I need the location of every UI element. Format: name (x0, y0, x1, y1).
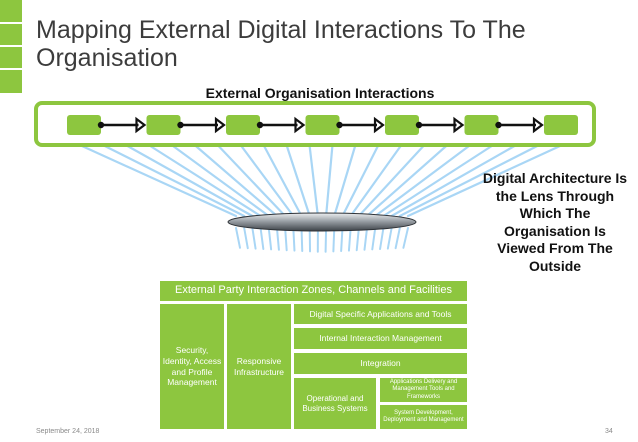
interaction-node (226, 115, 260, 135)
security-identity-box: Security, Identity, Access and Profile M… (160, 304, 224, 429)
interaction-node (146, 115, 181, 135)
lens-caption: Digital Architecture Is the Lens Through… (482, 170, 628, 274)
light-ray (217, 144, 287, 218)
interaction-chain (67, 115, 578, 135)
light-ray (284, 227, 288, 252)
light-ray (402, 227, 409, 249)
light-ray (149, 144, 262, 218)
arrow-head (373, 116, 385, 134)
light-ray (374, 144, 471, 218)
light-ray (324, 144, 334, 218)
light-ray (371, 227, 377, 251)
light-ray (251, 227, 257, 250)
light-ray (235, 227, 241, 249)
light-ray (365, 144, 448, 218)
system-development-box: System Development, Deployment and Manag… (380, 405, 467, 429)
interaction-node (67, 115, 101, 135)
apps-delivery-box: Applications Delivery and Management Too… (380, 378, 467, 402)
footer-date: September 24, 2018 (36, 428, 100, 435)
interaction-node (544, 115, 578, 135)
light-ray (333, 144, 357, 218)
light-ray (324, 227, 328, 253)
light-ray (341, 144, 380, 218)
light-ray (355, 227, 360, 252)
slide-title: Mapping External Digital Interactions To… (36, 16, 526, 72)
interaction-node (305, 115, 340, 135)
light-ray (363, 227, 369, 251)
band-title: External Organisation Interactions (205, 85, 435, 101)
interaction-node (385, 115, 419, 135)
light-ray (240, 144, 295, 218)
light-ray (259, 227, 265, 250)
light-ray (406, 144, 562, 218)
light-ray (386, 227, 393, 250)
page-number: 34 (605, 428, 613, 435)
light-ray (340, 227, 344, 252)
light-rays (80, 144, 562, 253)
arrow-head (294, 116, 306, 134)
operational-systems-box: Operational and Business Systems (294, 378, 376, 429)
light-ray (262, 144, 303, 218)
integration-box: Integration (294, 353, 467, 374)
light-ray (292, 227, 296, 252)
interaction-zones-box: External Party Interaction Zones, Channe… (160, 281, 467, 301)
arrow-head (453, 116, 465, 134)
light-ray (194, 144, 279, 218)
light-ray (349, 144, 402, 218)
light-ray (267, 227, 273, 251)
digital-apps-box: Digital Specific Applications and Tools (294, 304, 467, 324)
light-ray (382, 144, 493, 218)
light-ray (332, 227, 336, 253)
light-ray (398, 144, 539, 218)
light-ray (357, 144, 425, 218)
light-ray (394, 227, 401, 250)
light-ray (300, 227, 304, 252)
light-ray (126, 144, 254, 218)
light-ray (275, 227, 280, 251)
arrow-head (214, 116, 226, 134)
internal-interaction-box: Internal Interaction Management (294, 328, 467, 349)
arrow-head (135, 116, 147, 134)
responsive-infrastructure-box: Responsive Infrastructure (227, 304, 291, 429)
accent-bar (0, 0, 22, 93)
light-ray (390, 144, 516, 218)
interaction-node (464, 115, 499, 135)
light-ray (285, 144, 311, 218)
light-ray (171, 144, 270, 218)
light-ray (379, 227, 385, 250)
lens-shape (227, 212, 417, 232)
light-ray (80, 144, 238, 218)
light-ray (308, 144, 320, 218)
light-ray (103, 144, 246, 218)
light-ray (243, 227, 249, 250)
light-ray (347, 227, 352, 252)
arrow-head (532, 116, 544, 134)
